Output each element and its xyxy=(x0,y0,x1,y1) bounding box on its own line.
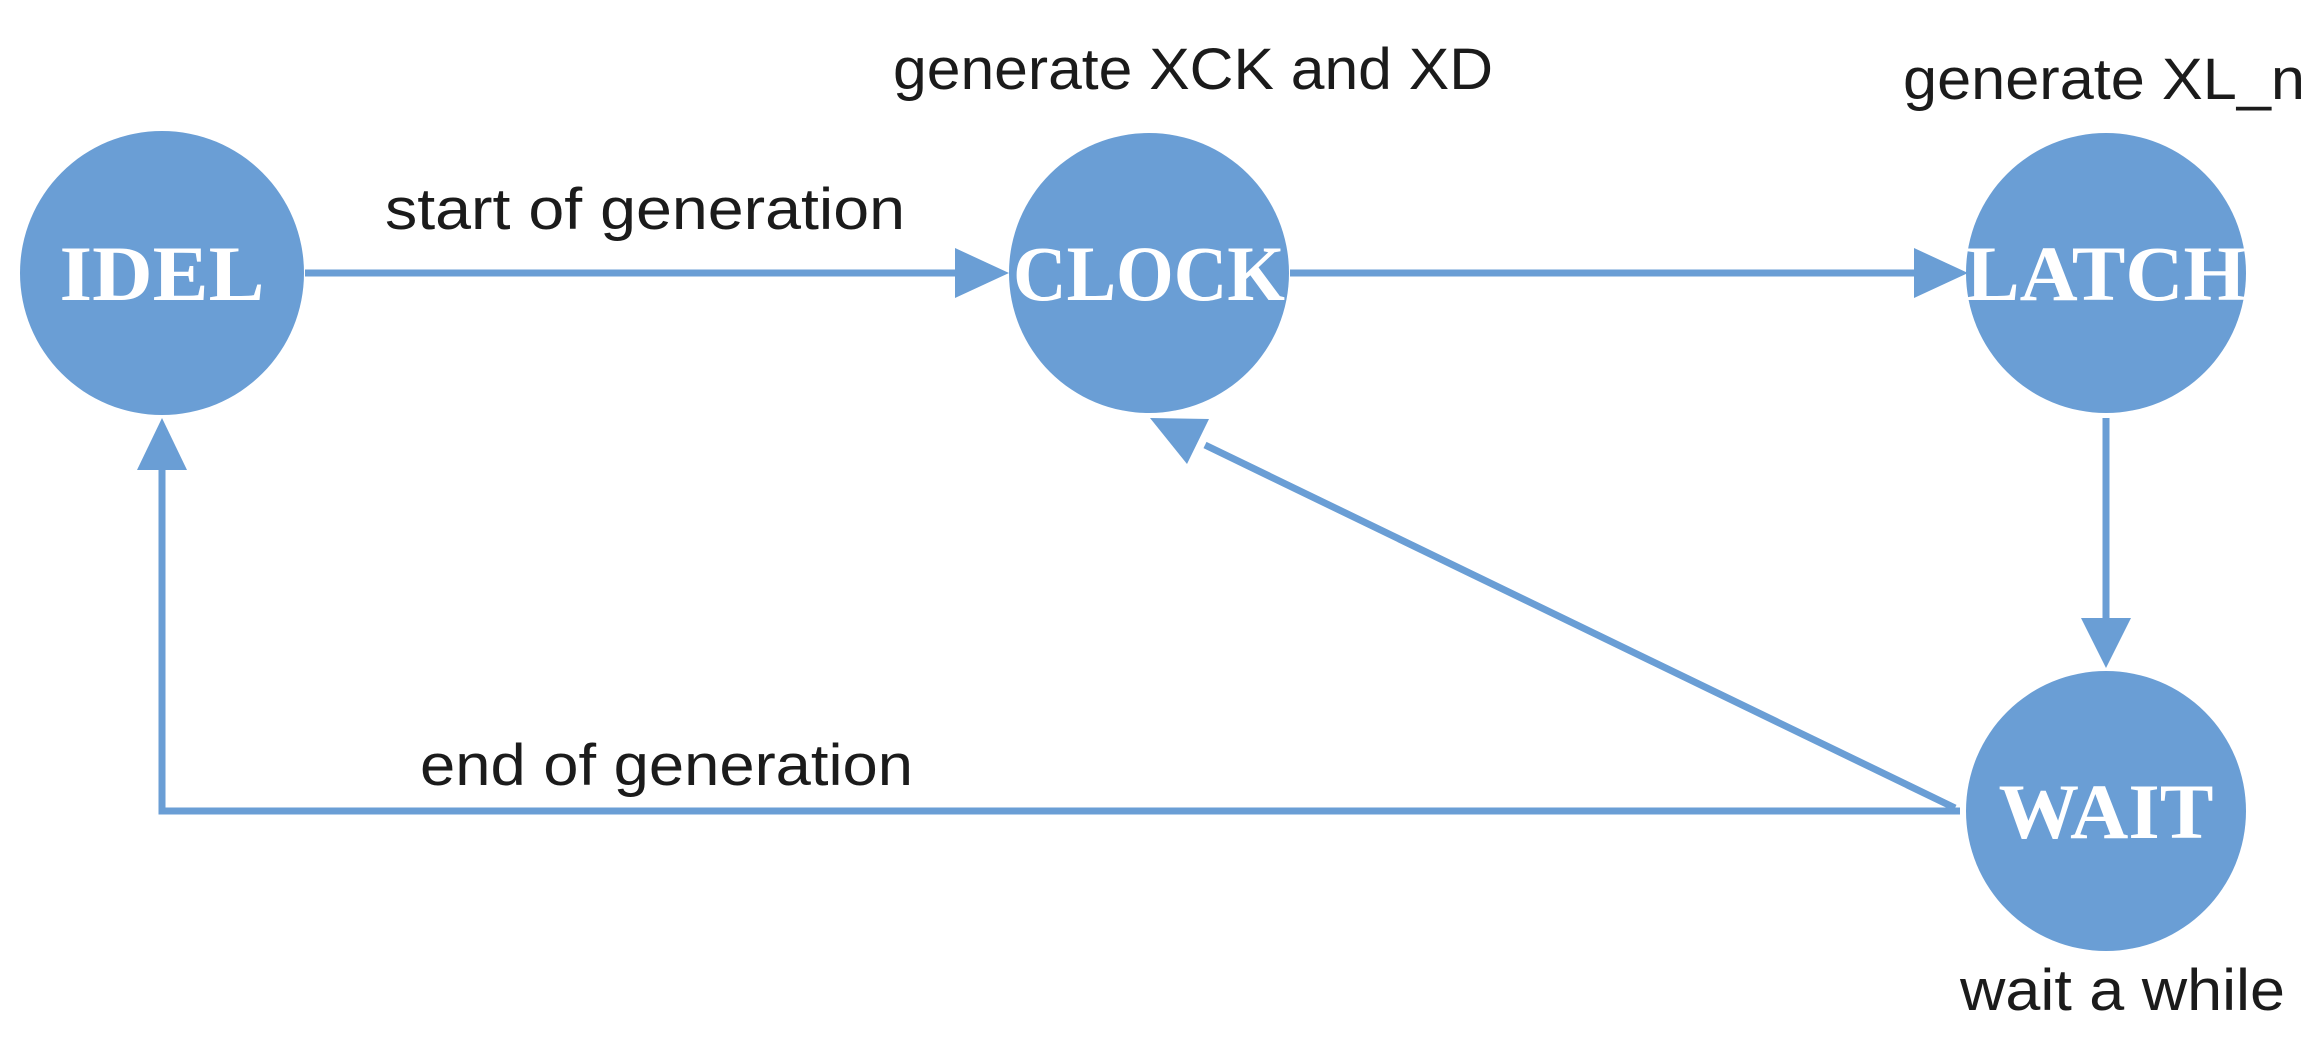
arrowhead-clock xyxy=(955,248,1009,298)
state-idel-circle xyxy=(20,131,304,415)
arrowheads xyxy=(137,248,2131,668)
edge-wait-to-idel xyxy=(158,460,1960,815)
state-idel: IDEL xyxy=(20,131,304,415)
transitions xyxy=(158,269,2110,815)
state-latch: LATCH xyxy=(1966,133,2246,413)
state-wait: WAIT xyxy=(1966,671,2246,951)
arrowhead-idel xyxy=(137,418,187,470)
idel-to-clock-label: start of generation xyxy=(385,177,905,242)
wait-to-idel-label: end of generation xyxy=(420,733,913,798)
state-clock: CLOCK xyxy=(1009,133,1289,413)
state-latch-circle xyxy=(1966,133,2246,413)
arrowhead-latch xyxy=(1914,248,1968,298)
state-wait-circle xyxy=(1966,671,2246,951)
state-clock-circle xyxy=(1009,133,1289,413)
arrowhead-clock-from-wait xyxy=(1150,418,1209,464)
state-clock-label: CLOCK xyxy=(1013,230,1285,317)
latch-note: generate XL_n xyxy=(1903,47,2305,112)
edge-wait-to-clock xyxy=(1203,441,1957,812)
arrowhead-wait xyxy=(2081,618,2131,668)
wait-note: wait a while xyxy=(1959,958,2285,1023)
state-idel-label: IDEL xyxy=(60,230,265,317)
state-latch-label: LATCH xyxy=(1966,230,2246,317)
state-wait-label: WAIT xyxy=(1999,768,2214,855)
clock-note: generate XCK and XD xyxy=(893,37,1493,102)
